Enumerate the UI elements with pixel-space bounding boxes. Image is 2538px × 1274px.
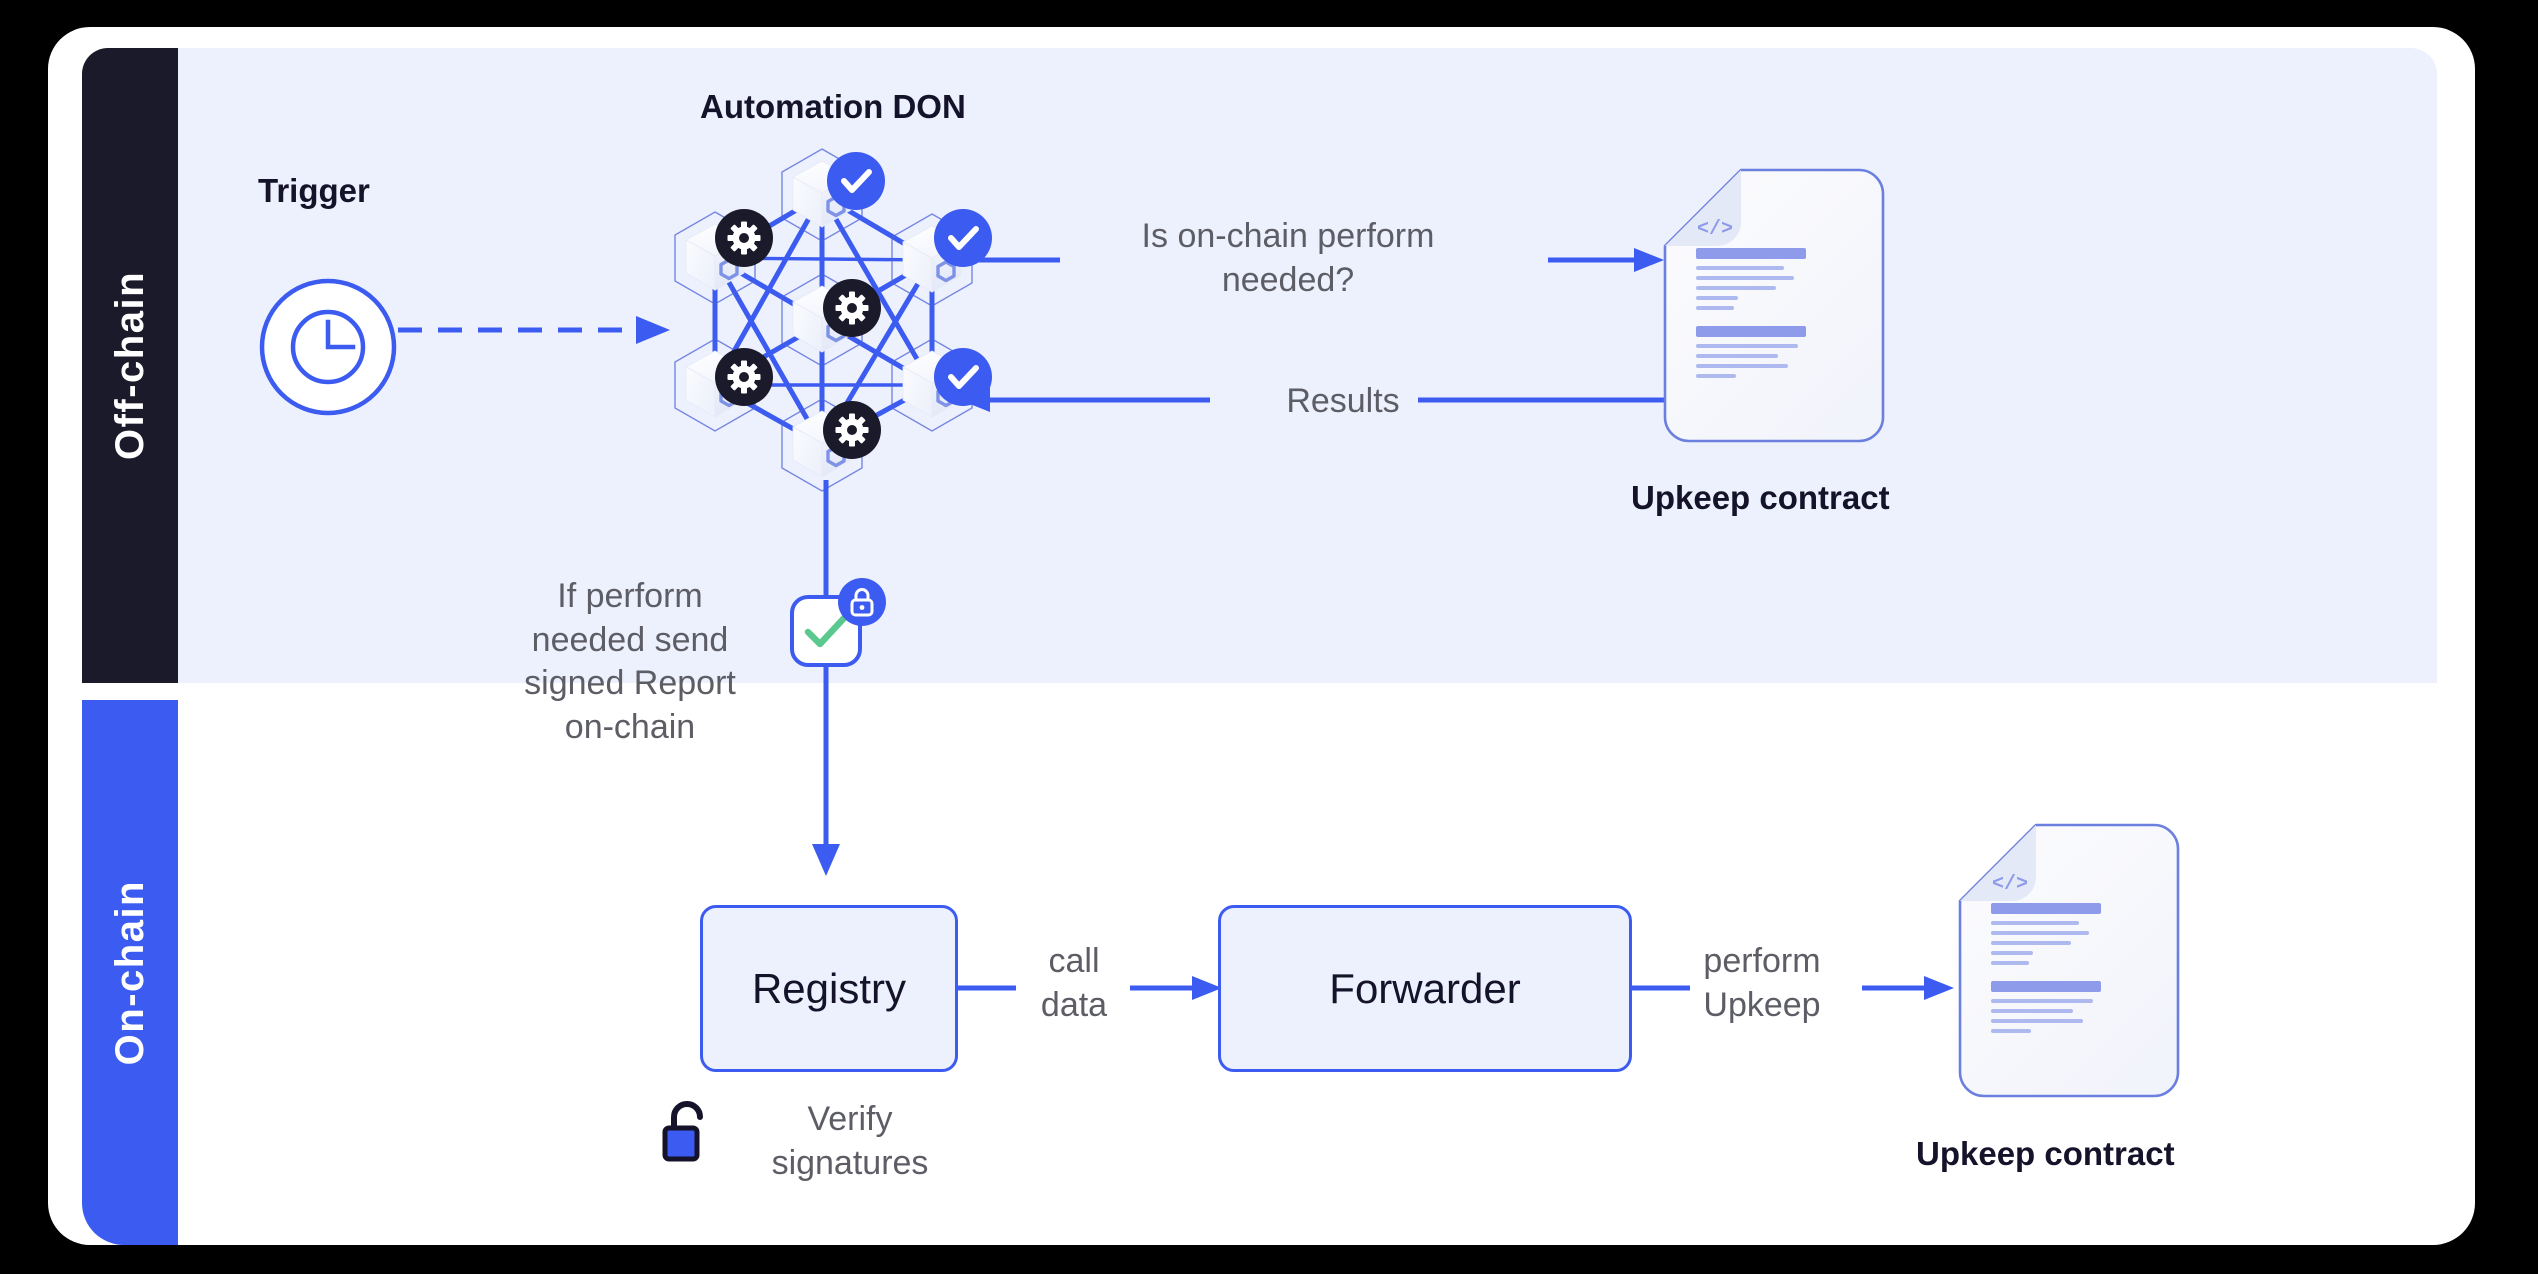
- verify-signatures-label: Verify signatures: [771, 1100, 929, 1182]
- forwarder-box[interactable]: Forwarder: [1218, 905, 1632, 1072]
- automation-don-title: Automation DON: [700, 88, 966, 125]
- don-to-upkeep-query-line: [960, 257, 1060, 263]
- svg-text:</>: </>: [1697, 218, 1733, 241]
- gear-badge-icon: [823, 401, 881, 459]
- results-label: Results: [1286, 382, 1400, 420]
- offchain-region: [178, 48, 2437, 683]
- svg-text:</>: </>: [1992, 873, 2028, 896]
- clock-icon: [258, 277, 398, 417]
- trigger-to-don-arrow: [398, 316, 670, 344]
- upkeep-to-results-line: [1418, 397, 1668, 403]
- offchain-rail-label: Off-chain: [107, 270, 152, 461]
- trigger-label: Trigger: [258, 172, 370, 209]
- is-perform-needed-label: Is on-chain perform needed?: [1141, 217, 1435, 299]
- automation-don-cluster: [660, 140, 1020, 500]
- check-badge-icon: [827, 152, 885, 210]
- upkeep-contract-label-onchain: Upkeep contract: [1916, 1135, 2175, 1172]
- don-to-registry-arrow: [812, 480, 840, 876]
- onchain-rail-label: On-chain: [107, 879, 152, 1066]
- code-document-icon: </>: [1958, 823, 2180, 1098]
- perform-upkeep-label: perform Upkeep: [1703, 942, 1821, 1024]
- perform-upkeep-arrow: [1862, 976, 1954, 1000]
- gear-badge-icon: [715, 209, 773, 267]
- gear-badge-icon: [715, 348, 773, 406]
- registry-label: Registry: [751, 964, 907, 1012]
- lock-closed-icon: [838, 578, 886, 626]
- upkeep-contract-label-offchain: Upkeep contract: [1631, 479, 1890, 516]
- registry-stub-line: [958, 985, 1016, 991]
- onchain-rail: On-chain: [82, 700, 178, 1245]
- gear-badge-icon: [823, 279, 881, 337]
- call-data-label: call data: [1040, 942, 1108, 1024]
- forwarder-stub-line: [1632, 985, 1690, 991]
- results-to-don-arrow: [960, 388, 1210, 412]
- forwarder-label: Forwarder: [1329, 964, 1521, 1012]
- code-document-icon: </>: [1663, 168, 1885, 443]
- query-to-upkeep-arrow: [1548, 248, 1664, 272]
- send-signed-report-label: If perform needed send signed Report on-…: [524, 577, 736, 746]
- offchain-rail: Off-chain: [82, 48, 178, 683]
- call-data-arrow: [1130, 976, 1222, 1000]
- registry-box[interactable]: Registry: [700, 905, 958, 1072]
- unlock-icon: [662, 1101, 714, 1164]
